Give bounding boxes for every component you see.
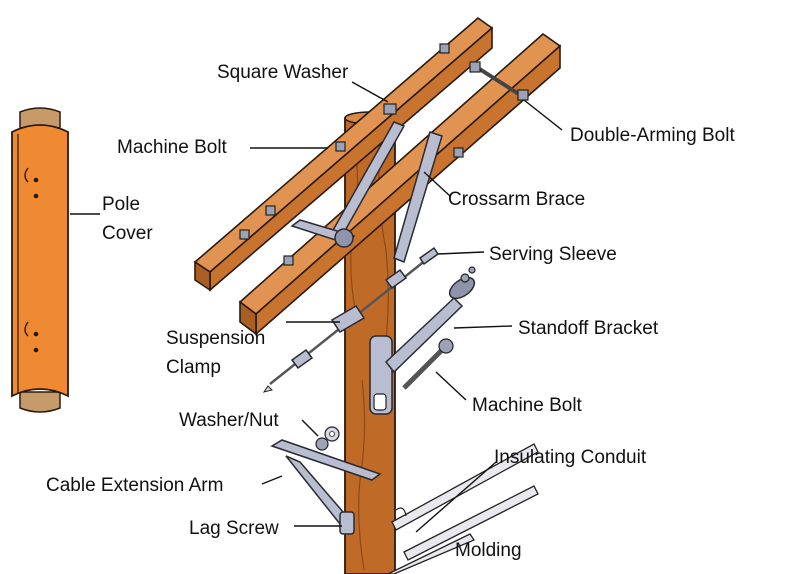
serving-sleeve-body — [418, 246, 440, 266]
crossarm-bolts — [239, 43, 464, 266]
label-lag-screw: Lag Screw — [189, 518, 279, 539]
washer-nut — [315, 426, 340, 451]
label-square-washer: Square Washer — [217, 62, 349, 83]
label-machine-bolt-lower: Machine Bolt — [472, 395, 583, 416]
label-double-arming-bolt: Double-Arming Bolt — [570, 125, 735, 146]
cable-extension-arm — [270, 439, 382, 535]
leader-lines — [70, 81, 563, 533]
machine-bolt-lower — [402, 338, 454, 390]
label-washer-nut: Washer/Nut — [179, 410, 279, 431]
double-arming-bolt — [469, 61, 529, 101]
pole-cover-illustration — [11, 107, 69, 413]
label-crossarm-brace: Crossarm Brace — [448, 189, 585, 210]
label-serving-sleeve: Serving Sleeve — [489, 244, 617, 265]
label-suspension-clamp-line2: Clamp — [166, 357, 221, 378]
label-standoff-bracket: Standoff Bracket — [518, 318, 659, 339]
label-suspension-clamp-line1: Suspension — [166, 328, 265, 349]
label-pole-cover-line1: Pole — [102, 194, 140, 215]
label-molding: Molding — [455, 540, 522, 561]
label-cable-extension-arm: Cable Extension Arm — [46, 475, 223, 496]
label-insulating-conduit: Insulating Conduit — [494, 447, 647, 468]
crossarm-front — [238, 32, 562, 336]
standoff-bracket — [369, 266, 476, 415]
suspension-clamp-body — [330, 304, 366, 334]
crossarm-brace — [290, 121, 443, 264]
label-machine-bolt-top: Machine Bolt — [117, 137, 228, 158]
suspension-wire — [262, 246, 440, 393]
label-pole-cover-line2: Cover — [102, 223, 153, 244]
insulating-conduit — [387, 443, 539, 574]
